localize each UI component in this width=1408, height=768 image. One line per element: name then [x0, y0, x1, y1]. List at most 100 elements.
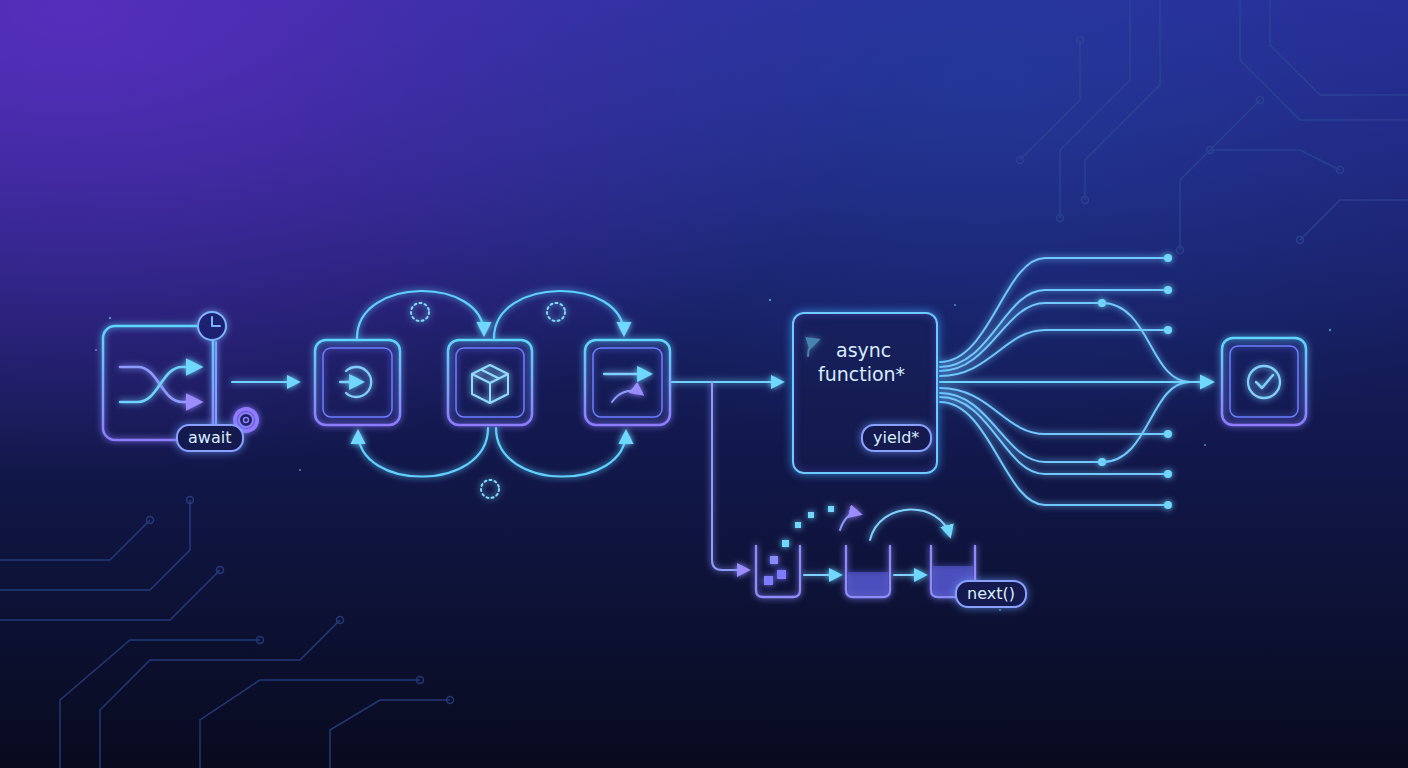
loop-arc [494, 291, 624, 338]
fan-dot [1164, 326, 1172, 334]
done-box [1222, 338, 1306, 425]
queue-cup [846, 546, 890, 597]
trace-pad [1082, 197, 1089, 204]
package-box [448, 340, 532, 425]
done-box [1230, 346, 1298, 417]
fan-out-line [940, 388, 1168, 434]
fan-dot [1164, 470, 1172, 478]
trace-pad [1077, 37, 1084, 44]
gear-icon [244, 418, 249, 423]
trace-pad [1017, 157, 1024, 164]
done-box [1248, 366, 1280, 398]
trace-pad [1337, 167, 1344, 174]
loop-arc [357, 291, 484, 338]
sparkle [769, 299, 771, 301]
step-box [340, 381, 362, 383]
spinner-icon [481, 480, 499, 498]
sparkle [999, 609, 1001, 611]
shuffle-box [103, 326, 213, 440]
package-box [472, 365, 508, 403]
clock-icon [198, 312, 226, 340]
trace-pad [1057, 215, 1064, 222]
flow-arrow [672, 381, 782, 383]
sparkle [299, 469, 301, 471]
gear-icon [239, 413, 253, 427]
queue-cup [756, 546, 975, 597]
queue-arrow [840, 513, 860, 530]
merge-line [1102, 303, 1190, 382]
trace-pad [1177, 247, 1184, 254]
circuit-trace [60, 640, 260, 768]
trace-pad [187, 497, 194, 504]
circuit-trace [1180, 100, 1260, 250]
queue-fill [764, 506, 973, 595]
circuit-trace [1240, 0, 1408, 120]
circuit-trace [0, 570, 220, 620]
flow-arrow [940, 381, 1212, 383]
done-box [1222, 338, 1306, 425]
tag-pill: yield* [861, 424, 932, 452]
circuit-trace [1210, 150, 1340, 170]
fan-dot [1164, 286, 1172, 294]
loop-arc [358, 428, 488, 477]
circuit-trace [330, 700, 450, 768]
queue-fill [764, 576, 773, 585]
fan-dot [1164, 254, 1172, 262]
queue-fill [782, 540, 789, 547]
trace-pad [1207, 147, 1214, 154]
queue-cup [756, 546, 800, 597]
fan-out-line [940, 290, 1168, 367]
fan-out-line [940, 258, 1168, 362]
sparkle [109, 317, 111, 319]
circuit-trace [100, 620, 340, 768]
trace-pad [1257, 97, 1264, 104]
trace-pad [337, 617, 344, 624]
trace-pad [217, 567, 224, 574]
queue-arrow [804, 574, 840, 576]
step-box [323, 348, 392, 417]
step-box [315, 340, 400, 425]
trace-pad [257, 637, 264, 644]
step-box [315, 340, 400, 425]
circuit-trace [1085, 0, 1160, 200]
process-box: async function* yield* [792, 312, 938, 474]
circuit-trace [0, 500, 190, 590]
step-box [604, 373, 650, 375]
loop-arc [357, 291, 626, 477]
sparkle [95, 299, 1331, 611]
fan-dot [1164, 501, 1172, 509]
trace-pad [1297, 237, 1304, 244]
box-title: async function* [794, 314, 936, 386]
package-box [448, 340, 532, 425]
queue-fill [770, 556, 778, 564]
loop-arc [496, 428, 626, 477]
step-box [585, 340, 670, 425]
tag-pill: next() [955, 580, 1027, 608]
sparkle [954, 304, 956, 306]
tag-text: await [188, 428, 232, 448]
queue-arrow [894, 574, 925, 576]
shuffle-box [120, 367, 200, 402]
tag-pill: await [176, 424, 244, 452]
sparkle [1329, 329, 1331, 331]
done-box [1256, 375, 1273, 388]
step-box [585, 340, 670, 425]
queue-arrow [870, 509, 950, 540]
sparkle [1204, 444, 1206, 446]
step-box [593, 348, 662, 417]
circuit-trace [1270, 0, 1408, 95]
merge-line [1102, 382, 1190, 462]
queue-fill [828, 506, 834, 512]
shuffle-box [215, 342, 217, 425]
illustration [103, 254, 1306, 597]
queue-fill [808, 512, 814, 518]
flow-arrow [232, 381, 298, 383]
fan-dot [1164, 430, 1172, 438]
fan-out-line [940, 330, 1168, 376]
